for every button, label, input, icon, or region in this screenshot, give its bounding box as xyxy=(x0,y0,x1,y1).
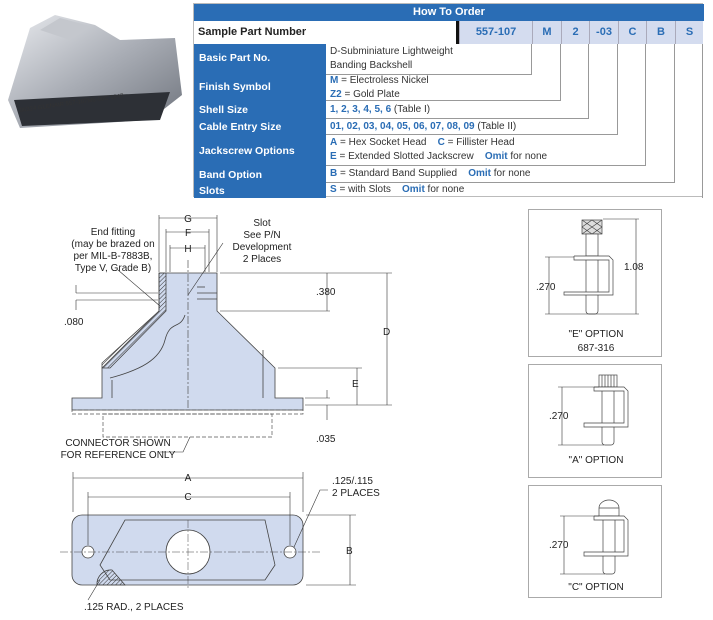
dim-G: G xyxy=(184,214,192,225)
option-part: 687-316 xyxy=(578,343,615,354)
connector-line xyxy=(326,44,589,119)
code: Z2 xyxy=(330,89,342,100)
dim-E: E xyxy=(352,379,359,390)
text: = Extended Slotted Jackscrew xyxy=(336,151,474,162)
row-label-jackscrew: Jackscrew Options xyxy=(194,135,326,166)
dim-035: .035 xyxy=(316,434,336,445)
connector-note: CONNECTOR SHOWN xyxy=(65,438,170,449)
note-line: Type V, Grade B) xyxy=(75,263,151,274)
note-line: End fitting xyxy=(91,227,135,238)
note-line: Slot xyxy=(253,218,270,229)
part-cell-slots: S xyxy=(675,21,703,44)
side-view xyxy=(71,272,304,411)
dim-380: .380 xyxy=(316,287,336,298)
code: B xyxy=(330,168,338,179)
code: E xyxy=(330,151,337,162)
text: for none xyxy=(490,168,531,179)
dim-F: F xyxy=(185,228,191,239)
divider xyxy=(456,21,459,44)
note-line: per MIL-B-7883B, xyxy=(74,251,153,262)
note-line: Development xyxy=(233,242,292,253)
note-line: 2 Places xyxy=(243,254,281,265)
row-label-shell: Shell Size xyxy=(194,101,326,119)
radius-note: .125 RAD., 2 PLACES xyxy=(84,602,184,613)
dim-B: B xyxy=(346,546,353,557)
row-label-band: Band Option xyxy=(194,166,326,183)
option-label: "C" OPTION xyxy=(568,582,623,593)
text: = Electroless Nickel xyxy=(338,75,429,86)
codes: 1, 2, 3, 4, 5, 6 xyxy=(330,104,392,115)
text: = Hex Socket Head xyxy=(337,137,427,148)
note: (Table II) xyxy=(474,121,517,132)
part-cell-basic: 557-107 xyxy=(459,21,532,44)
slot-note: Slot See P/N Development 2 Places xyxy=(233,218,292,265)
code: M xyxy=(330,75,339,86)
connector-line xyxy=(326,44,618,135)
end-fitting-note: End fitting (may be brazed on per MIL-B-… xyxy=(71,227,154,274)
bottom-view xyxy=(60,514,320,590)
note-line: See P/N xyxy=(243,230,280,241)
connector-line xyxy=(326,44,561,101)
option-a-box: .270 "A" OPTION xyxy=(528,364,662,478)
dim-A: A xyxy=(185,473,192,484)
text: for none xyxy=(424,184,465,195)
part-cell-finish: M xyxy=(532,21,561,44)
code: A xyxy=(330,137,338,148)
dim-D: D xyxy=(383,327,390,338)
row-label-basic: Basic Part No. xyxy=(194,44,326,72)
option-e-box: .270 1.08 "E" OPTION 687-316 xyxy=(528,209,662,357)
bottom-dimension-lines xyxy=(72,472,356,601)
row-label-finish: Finish Symbol xyxy=(194,72,326,101)
dim-C: C xyxy=(184,492,191,503)
connector-line xyxy=(326,44,646,166)
note: (Table I) xyxy=(391,104,431,115)
row-label-cable: Cable Entry Size xyxy=(194,119,326,135)
holes-note: .125/.115 xyxy=(332,476,373,487)
omit: Omit xyxy=(484,151,508,162)
text: = Gold Plate xyxy=(341,89,400,100)
how-to-order-table: How To Order Sample Part Number 557-107 … xyxy=(193,3,704,198)
option-label: "A" OPTION xyxy=(569,455,624,466)
code: S xyxy=(330,184,337,195)
connector-line xyxy=(326,44,675,183)
connector-note: FOR REFERENCE ONLY xyxy=(61,450,176,461)
dim-108: 1.08 xyxy=(624,262,644,273)
code: C xyxy=(437,137,445,148)
product-photo: 06324 GLENAIR 557-107M6-06C 1847 xyxy=(8,15,182,128)
note-line: (may be brazed on xyxy=(71,239,154,250)
text: = Standard Band Supplied xyxy=(337,168,458,179)
omit: Omit xyxy=(468,168,491,179)
connector-line xyxy=(326,44,703,198)
connector-line xyxy=(326,44,532,75)
dim-270: .270 xyxy=(536,282,556,293)
dim-H: H xyxy=(184,244,191,255)
technical-drawing: G F H End fitting (may be brazed on per … xyxy=(60,214,392,613)
desc-line: D-Subminiature Lightweight xyxy=(330,46,453,57)
omit: Omit xyxy=(402,184,425,195)
part-cell-cable: -03 xyxy=(589,21,618,44)
codes: 01, 02, 03, 04, 05, 06, 07, 08, 09 xyxy=(330,121,475,132)
text: = with Slots xyxy=(336,184,391,195)
dim-270: .270 xyxy=(549,540,569,551)
part-cell-shell: 2 xyxy=(561,21,589,44)
connector-reference xyxy=(71,260,304,438)
text: for none xyxy=(507,151,548,162)
dim-270: .270 xyxy=(549,411,569,422)
table-title: How To Order xyxy=(194,4,704,21)
dimension-lines xyxy=(75,215,392,453)
option-label: "E" OPTION xyxy=(569,329,624,340)
row-label-slots: Slots xyxy=(194,183,326,198)
desc-line: Banding Backshell xyxy=(330,60,413,71)
dim-080: .080 xyxy=(64,317,84,328)
sample-part-number-label: Sample Part Number xyxy=(198,26,307,38)
part-cell-band: B xyxy=(646,21,675,44)
part-cell-jackscrew: C xyxy=(618,21,646,44)
text: = Fillister Head xyxy=(444,137,515,148)
option-c-box: .270 "C" OPTION xyxy=(528,485,662,598)
holes-note: 2 PLACES xyxy=(332,488,380,499)
